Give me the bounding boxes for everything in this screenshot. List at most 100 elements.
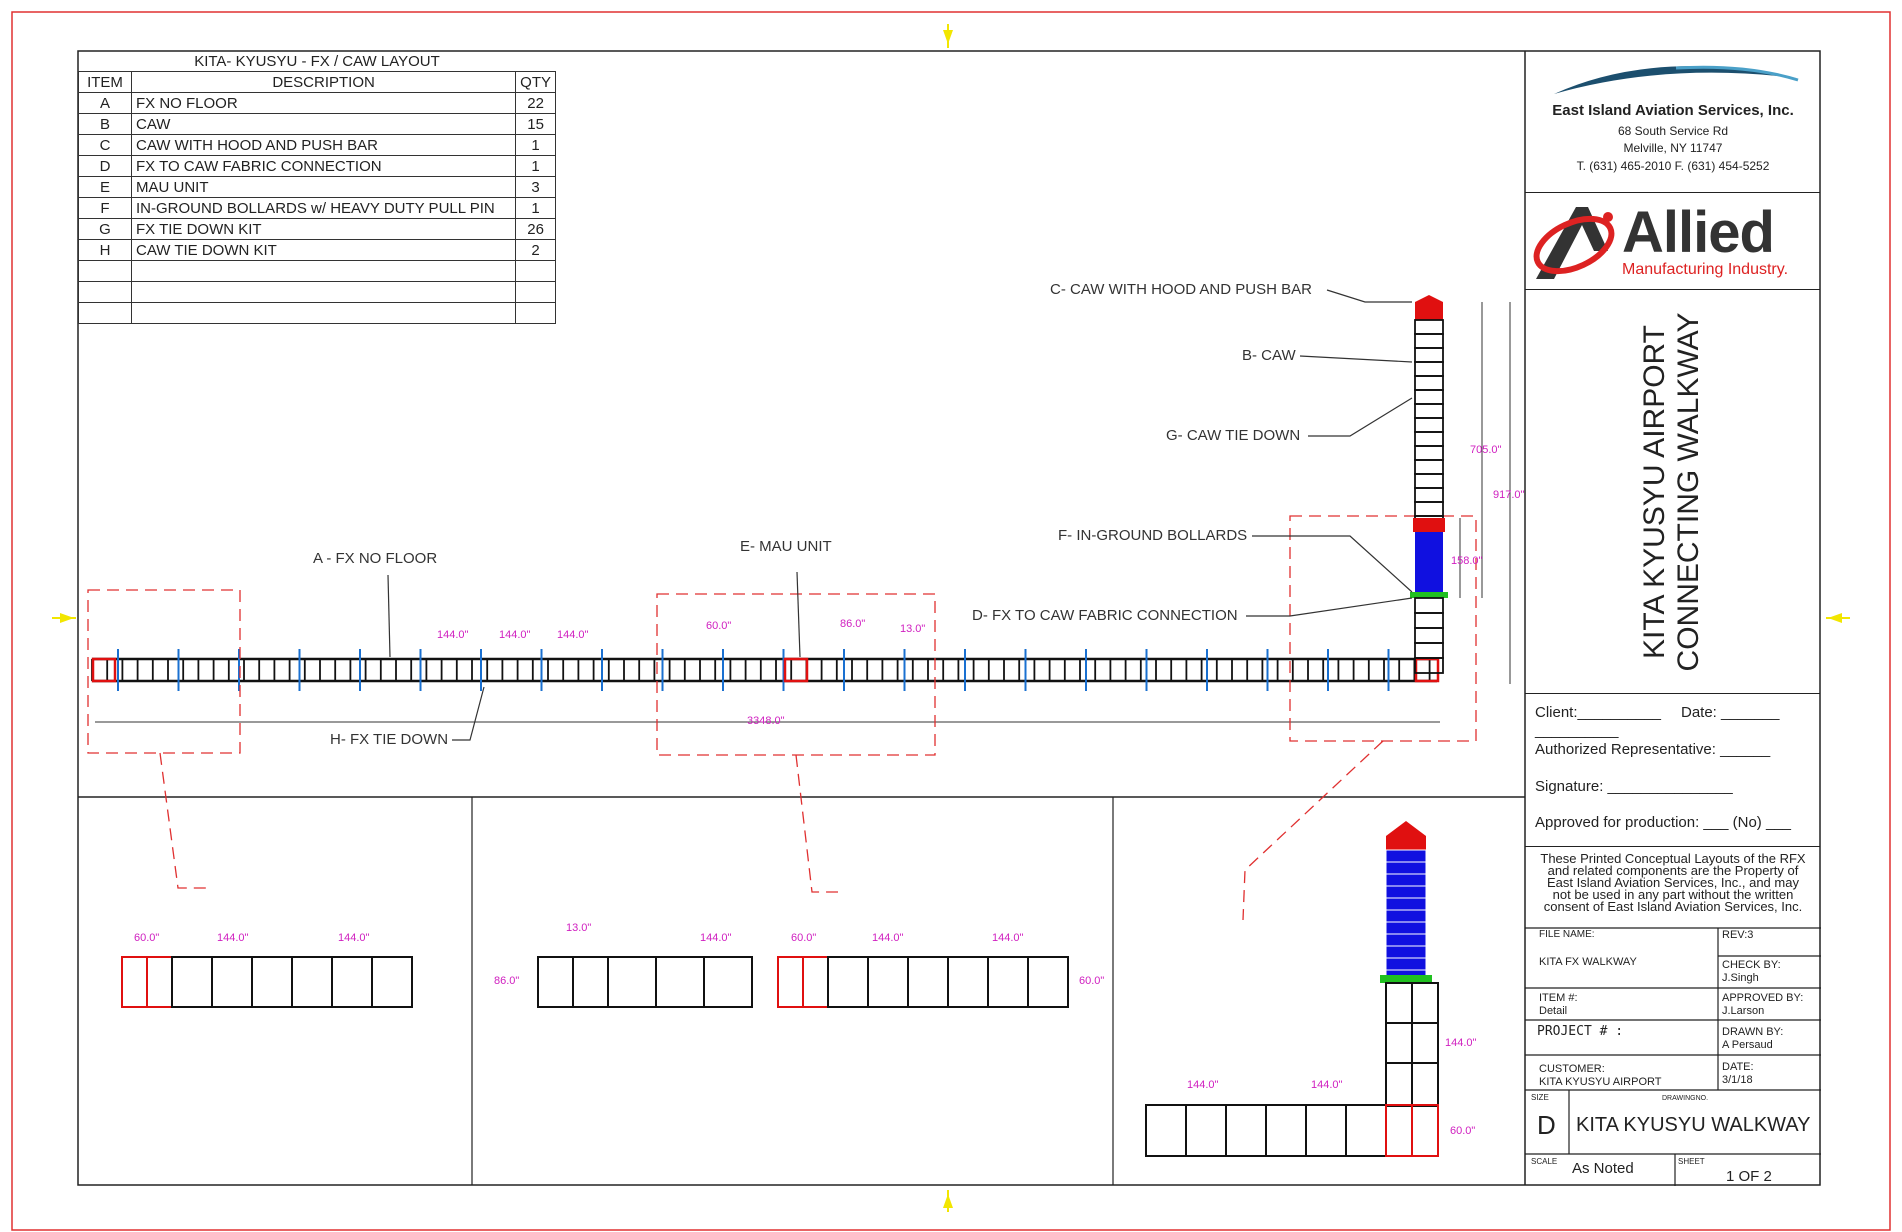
drawing-number-label: DRAWINGNO. [1662, 1095, 1709, 1102]
detail2-fx-frame [703, 956, 753, 1008]
caw-hood [1415, 295, 1443, 320]
callout-mau-unit: E- MAU UNIT [740, 538, 832, 555]
detail1-mau-red [121, 956, 148, 1008]
signature-field[interactable]: Signature: _______________ [1535, 778, 1733, 795]
revision: REV:3 [1722, 929, 1754, 941]
caw-segment [1414, 657, 1444, 674]
dimension-label: 144.0" [437, 629, 469, 641]
caw-segment [1414, 403, 1444, 419]
dimension-label: 60.0" [134, 932, 159, 944]
allied-logo-subtext: Manufacturing Industry. [1622, 261, 1789, 278]
detail1-fx-frame [291, 956, 333, 1008]
detail-views [121, 821, 1439, 1157]
item-number-label: ITEM #: [1539, 992, 1578, 1004]
bom-item: A [78, 92, 132, 114]
sheet-value: 1 OF 2 [1726, 1168, 1772, 1185]
detail3-fx-frame [1345, 1104, 1387, 1157]
authorized-rep-field[interactable]: Authorized Representative: ______ [1535, 741, 1771, 758]
bom-qty: 1 [515, 197, 556, 219]
caw-segment [1414, 319, 1444, 335]
detail3-caw-segment [1385, 897, 1427, 911]
detail3-caw-frame [1411, 982, 1439, 1024]
drawing-border [77, 50, 1821, 1186]
project-number-label: PROJECT # : [1537, 1024, 1624, 1039]
bom-item: C [78, 134, 132, 156]
drawn-by-label: DRAWN BY: [1722, 1026, 1784, 1038]
bill-of-materials: KITA- KYUSYU - FX / CAW LAYOUT ITEM DESC… [78, 51, 556, 324]
detail1-fx-frame [171, 956, 213, 1008]
caw-segment [1414, 487, 1444, 503]
drawing-number-value: KITA KYUSYU WALKWAY [1576, 1114, 1811, 1136]
callout-caw-tie-down: G- CAW TIE DOWN [1166, 427, 1301, 444]
dimension-label: 60.0" [1079, 975, 1104, 987]
detail1-fx-frame [331, 956, 373, 1008]
bom-qty: 1 [515, 134, 556, 156]
bom-item: G [78, 218, 132, 240]
detail3-caw-frame [1411, 1062, 1439, 1107]
detail3-caw-segment [1385, 885, 1427, 899]
company-phone: T. (631) 465-2010 F. (631) 454-5252 [1576, 159, 1770, 173]
bom-description: CAW WITH HOOD AND PUSH BAR [130, 134, 517, 156]
detail2-mau-red [802, 956, 829, 1008]
detail2-fx-frame [947, 956, 989, 1008]
approved-by-label: APPROVED BY: [1722, 992, 1804, 1004]
company-address2: Melville, NY 11747 [1623, 141, 1723, 155]
walkway-plan [91, 649, 1440, 723]
client-blank-line: __________ [1535, 722, 1619, 739]
detail3-caw-frame [1411, 1022, 1439, 1064]
drawn-by-value: A Persaud [1722, 1039, 1773, 1051]
caw-segment [1414, 473, 1444, 489]
bom-description: CAW TIE DOWN KIT [130, 239, 517, 261]
client-field[interactable]: Client:__________ [1535, 704, 1661, 721]
detail3-caw-segment [1385, 921, 1427, 935]
property-notice: These Printed Conceptual Layouts of the … [1540, 851, 1806, 914]
caw-hood-lower [1413, 518, 1445, 532]
bom-item: H [78, 239, 132, 261]
callout-leaders [387, 289, 1413, 741]
detail3-fx-frame [1225, 1104, 1267, 1157]
dimension-label: 13.0" [566, 922, 591, 934]
dimension-label: 144.0" [1311, 1079, 1343, 1091]
caw-segment [1414, 431, 1444, 447]
caw-segment [1414, 445, 1444, 461]
bom-description: MAU UNIT [130, 176, 517, 198]
detail2-fx-frame [907, 956, 949, 1008]
bom-item: B [78, 113, 132, 135]
bom-description: FX TIE DOWN KIT [130, 218, 517, 240]
detail2-fx-frame [655, 956, 705, 1008]
caw-segment [1414, 375, 1444, 391]
bom-header-item: ITEM [78, 71, 132, 93]
detail2-fx-frame [987, 956, 1029, 1008]
detail3-mau-red [1411, 1104, 1439, 1157]
caw-segment [1414, 627, 1444, 644]
bom-qty: 15 [515, 113, 556, 135]
detail3-caw-frame [1385, 982, 1413, 1024]
detail3-caw-segment [1385, 873, 1427, 887]
bom-qty: 22 [515, 92, 556, 114]
customer-label: CUSTOMER: [1539, 1063, 1605, 1075]
date-label: DATE: [1722, 1061, 1754, 1073]
bom-header-qty: QTY [515, 71, 556, 93]
allied-a-icon [1533, 207, 1615, 279]
approved-for-production-field[interactable]: Approved for production: ___ (No) ___ [1535, 814, 1791, 831]
allied-logo: Allied Manufacturing Industry. [1526, 195, 1820, 287]
dimension-label: 13.0" [900, 623, 925, 635]
detail2-fx-frame [867, 956, 909, 1008]
check-by-value: J.Singh [1722, 972, 1759, 984]
dimension-label: 917.0" [1493, 489, 1525, 501]
check-by-label: CHECK BY: [1722, 959, 1781, 971]
dimension-label: 158.0" [1451, 555, 1483, 567]
date-field[interactable]: Date: _______ [1681, 704, 1780, 721]
detail3-fabric-connection [1380, 975, 1432, 983]
customer-value: KITA KYUSYU AIRPORT [1539, 1076, 1662, 1088]
dimension-label: 144.0" [557, 629, 589, 641]
size-label: SIZE [1531, 1093, 1549, 1102]
dimension-label: 60.0" [706, 620, 731, 632]
detail3-hood [1386, 821, 1426, 850]
